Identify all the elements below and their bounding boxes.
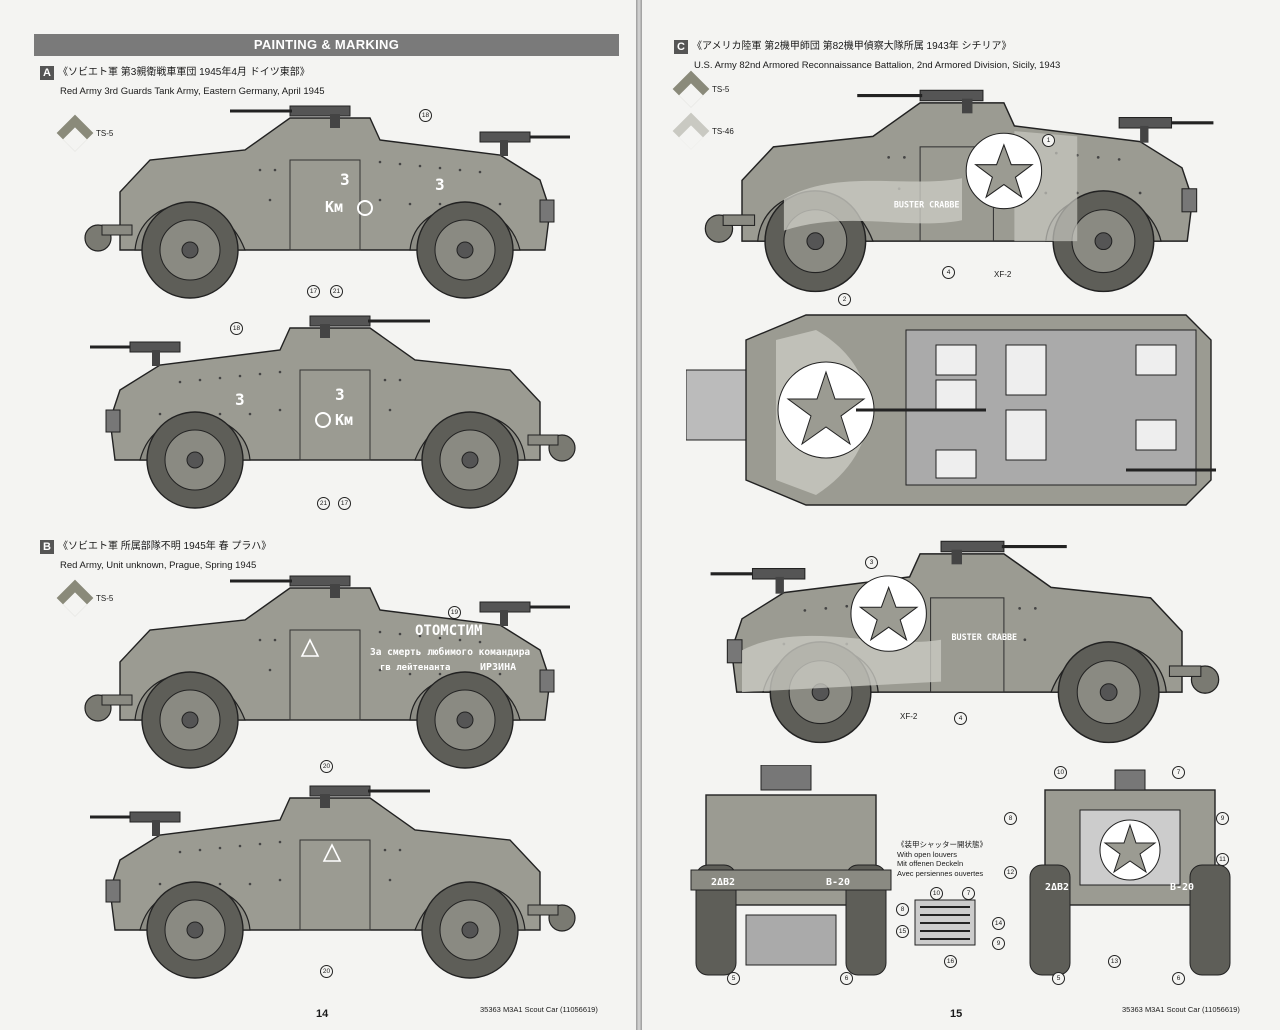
paint-ts5-a: TS-5	[56, 114, 114, 152]
callout-17: 17	[307, 285, 320, 298]
slogan-line: ИРЗИНА	[480, 662, 516, 673]
louver-caption-fr: Avec persiennes ouvertes	[897, 868, 984, 878]
callout-2: 2	[838, 293, 851, 306]
book-gutter	[636, 0, 642, 1030]
triangle-marking	[300, 638, 320, 657]
callout-7: 7	[962, 887, 975, 900]
plate-left: 2ΔB2	[1045, 882, 1069, 893]
vehicle-name: BUSTER CRABBE	[894, 200, 960, 210]
callout-15: 15	[896, 925, 909, 938]
marking-number: 3	[340, 170, 350, 189]
callout-19: 19	[448, 606, 461, 619]
callout-13: 13	[1108, 955, 1121, 968]
vehicle-c-left-side: BUSTER CRABBE	[703, 88, 1216, 294]
section-letter-b: B	[40, 540, 54, 554]
callout-17: 17	[338, 497, 351, 510]
callout-6: 6	[1172, 972, 1185, 985]
callout-8: 8	[896, 903, 909, 916]
page-title: PAINTING & MARKING	[34, 34, 619, 56]
callout-5: 5	[1052, 972, 1065, 985]
callout-10: 10	[1054, 766, 1067, 779]
left-page: PAINTING & MARKING A 《ソビエト軍 第3親衛戦車軍団 1945…	[0, 0, 636, 1030]
callout-20: 20	[320, 760, 333, 773]
paint-ts5-b: TS-5	[56, 579, 114, 617]
page-number-right: 15	[950, 1008, 963, 1020]
marking-unit: Км	[325, 198, 343, 216]
section-b-header: B 《ソビエト軍 所属部隊不明 1945年 春 プラハ》 Red Army, Un…	[40, 540, 271, 572]
slogan-line: гв лейтенанта	[380, 663, 450, 673]
callout-9: 9	[1216, 812, 1229, 825]
paint-label: TS-46	[712, 126, 734, 136]
vehicle-a-left-side: 3 3 Км	[83, 104, 572, 300]
vehicle-c-front-view: 2ΔB2 B-20	[1029, 769, 1231, 976]
marking-number: 3	[335, 385, 345, 404]
callout-18: 18	[230, 322, 243, 335]
triangle-marking	[322, 843, 342, 862]
louver-caption-de: Mit offenen Deckeln	[897, 859, 964, 868]
callout-7: 7	[1172, 766, 1185, 779]
vehicle-c-top-view	[686, 314, 1216, 506]
callout-21: 21	[317, 497, 330, 510]
callout-16: 16	[944, 955, 957, 968]
slogan-line: ОТОМСТИМ	[415, 623, 482, 639]
section-c-title-jp: 《アメリカ陸軍 第2機甲師団 第82機甲偵察大隊所属 1943年 シチリア》	[692, 41, 1012, 52]
xf2-label: XF-2	[994, 270, 1012, 279]
callout-4: 4	[942, 266, 955, 279]
vehicle-c-right-side: BUSTER CRABBE	[708, 539, 1221, 745]
paint-label: TS-5	[96, 593, 114, 603]
plate-right: B-20	[1170, 882, 1194, 893]
vehicle-name: BUSTER CRABBE	[952, 632, 1018, 642]
marking-number: 3	[235, 390, 245, 409]
section-a-title-en: Red Army 3rd Guards Tank Army, Eastern G…	[60, 86, 325, 97]
vehicle-c-rear-view: 2ΔB2 B-20	[690, 765, 892, 976]
marking-number: 3	[435, 175, 445, 194]
slogan-line: За смерть любимого командира	[370, 647, 530, 658]
louver-caption-jp: 《装甲シャッター開状態》	[897, 840, 987, 849]
callout-5: 5	[727, 972, 740, 985]
section-c-header: C《アメリカ陸軍 第2機甲師団 第82機甲偵察大隊所属 1943年 シチリア》 …	[674, 40, 1060, 72]
vehicle-a-right-side: 3 3 Км	[88, 314, 577, 510]
callout-21: 21	[330, 285, 343, 298]
paint-label: TS-5	[712, 84, 730, 94]
callout-20: 20	[320, 965, 333, 978]
section-a-title-jp: 《ソビエト軍 第3親衛戦車軍団 1945年4月 ドイツ東部》	[58, 67, 310, 78]
section-b-title-en: Red Army, Unit unknown, Prague, Spring 1…	[60, 560, 257, 571]
callout-10: 10	[930, 887, 943, 900]
callout-14: 14	[992, 917, 1005, 930]
marking-unit: Км	[335, 411, 353, 429]
callout-3: 3	[865, 556, 878, 569]
paint-ts46-c: TS-46	[672, 112, 734, 150]
louver-detail	[914, 899, 976, 946]
product-code-left: 35363 M3A1 Scout Car (11056619)	[480, 1005, 598, 1014]
right-page: C《アメリカ陸軍 第2機甲師団 第82機甲偵察大隊所属 1943年 シチリア》 …	[642, 0, 1280, 1030]
xf2-label: XF-2	[900, 712, 918, 721]
plate-right: B-20	[826, 877, 850, 888]
paint-ts5-c: TS-5	[672, 70, 730, 108]
callout-9: 9	[992, 937, 1005, 950]
callout-12: 12	[1004, 866, 1017, 879]
paint-label: TS-5	[96, 128, 114, 138]
callout-1: 1	[1042, 134, 1055, 147]
vehicle-b-left-side: ОТОМСТИМ За смерть любимого командира гв…	[83, 574, 572, 770]
callout-8: 8	[1004, 812, 1017, 825]
section-c-title-en: U.S. Army 82nd Armored Reconnaissance Ba…	[694, 60, 1061, 71]
callout-6: 6	[840, 972, 853, 985]
product-code-right: 35363 M3A1 Scout Car (11056619)	[1122, 1005, 1240, 1014]
callout-4: 4	[954, 712, 967, 725]
section-a-header: A 《ソビエト軍 第3親衛戦車軍団 1945年4月 ドイツ東部》 Red Army…	[40, 66, 325, 98]
callout-18: 18	[419, 109, 432, 122]
louver-caption: 《装甲シャッター開状態》 With open louvers Mit offen…	[897, 840, 987, 878]
louver-caption-en: With open louvers	[897, 849, 958, 859]
section-letter-a: A	[40, 66, 54, 80]
section-b-title-jp: 《ソビエト軍 所属部隊不明 1945年 春 プラハ》	[58, 541, 272, 552]
vehicle-b-right-side	[88, 784, 577, 980]
plate-left: 2ΔB2	[711, 877, 735, 888]
section-letter-c: C	[674, 40, 688, 54]
callout-11: 11	[1216, 853, 1229, 866]
page-number-left: 14	[316, 1008, 329, 1020]
